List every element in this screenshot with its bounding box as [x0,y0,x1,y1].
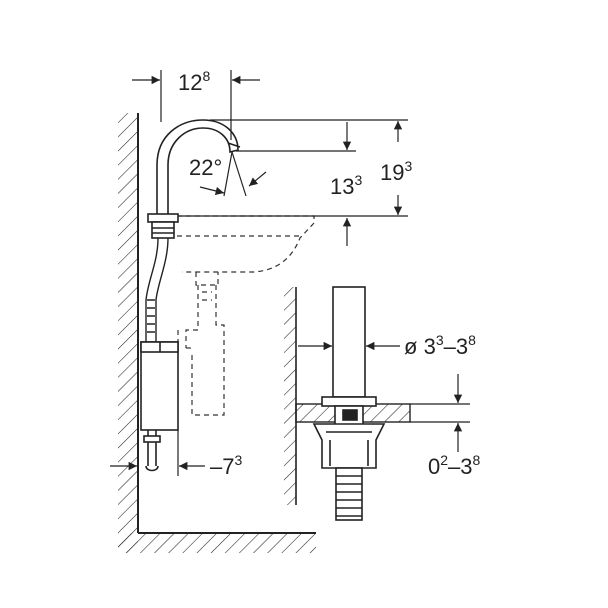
spout-height-label: 133 [330,172,362,199]
box-depth-label: –73 [210,452,243,479]
tap-shank [312,286,386,521]
floor [118,532,316,553]
washbasin [168,215,315,416]
wall [118,113,139,553]
hole-diameter-label: ø 33–38 [404,332,476,359]
control-box [140,341,179,472]
deck-wall-detail [284,287,297,505]
total-height-label: 193 [380,158,412,185]
dimension-lines [110,70,470,476]
spout-reach-label: 128 [178,68,210,95]
deck-thickness-label: 02–38 [428,452,481,479]
spout-angle-label: 22° [189,155,222,180]
spout [147,119,241,239]
flex-hose [145,237,169,342]
